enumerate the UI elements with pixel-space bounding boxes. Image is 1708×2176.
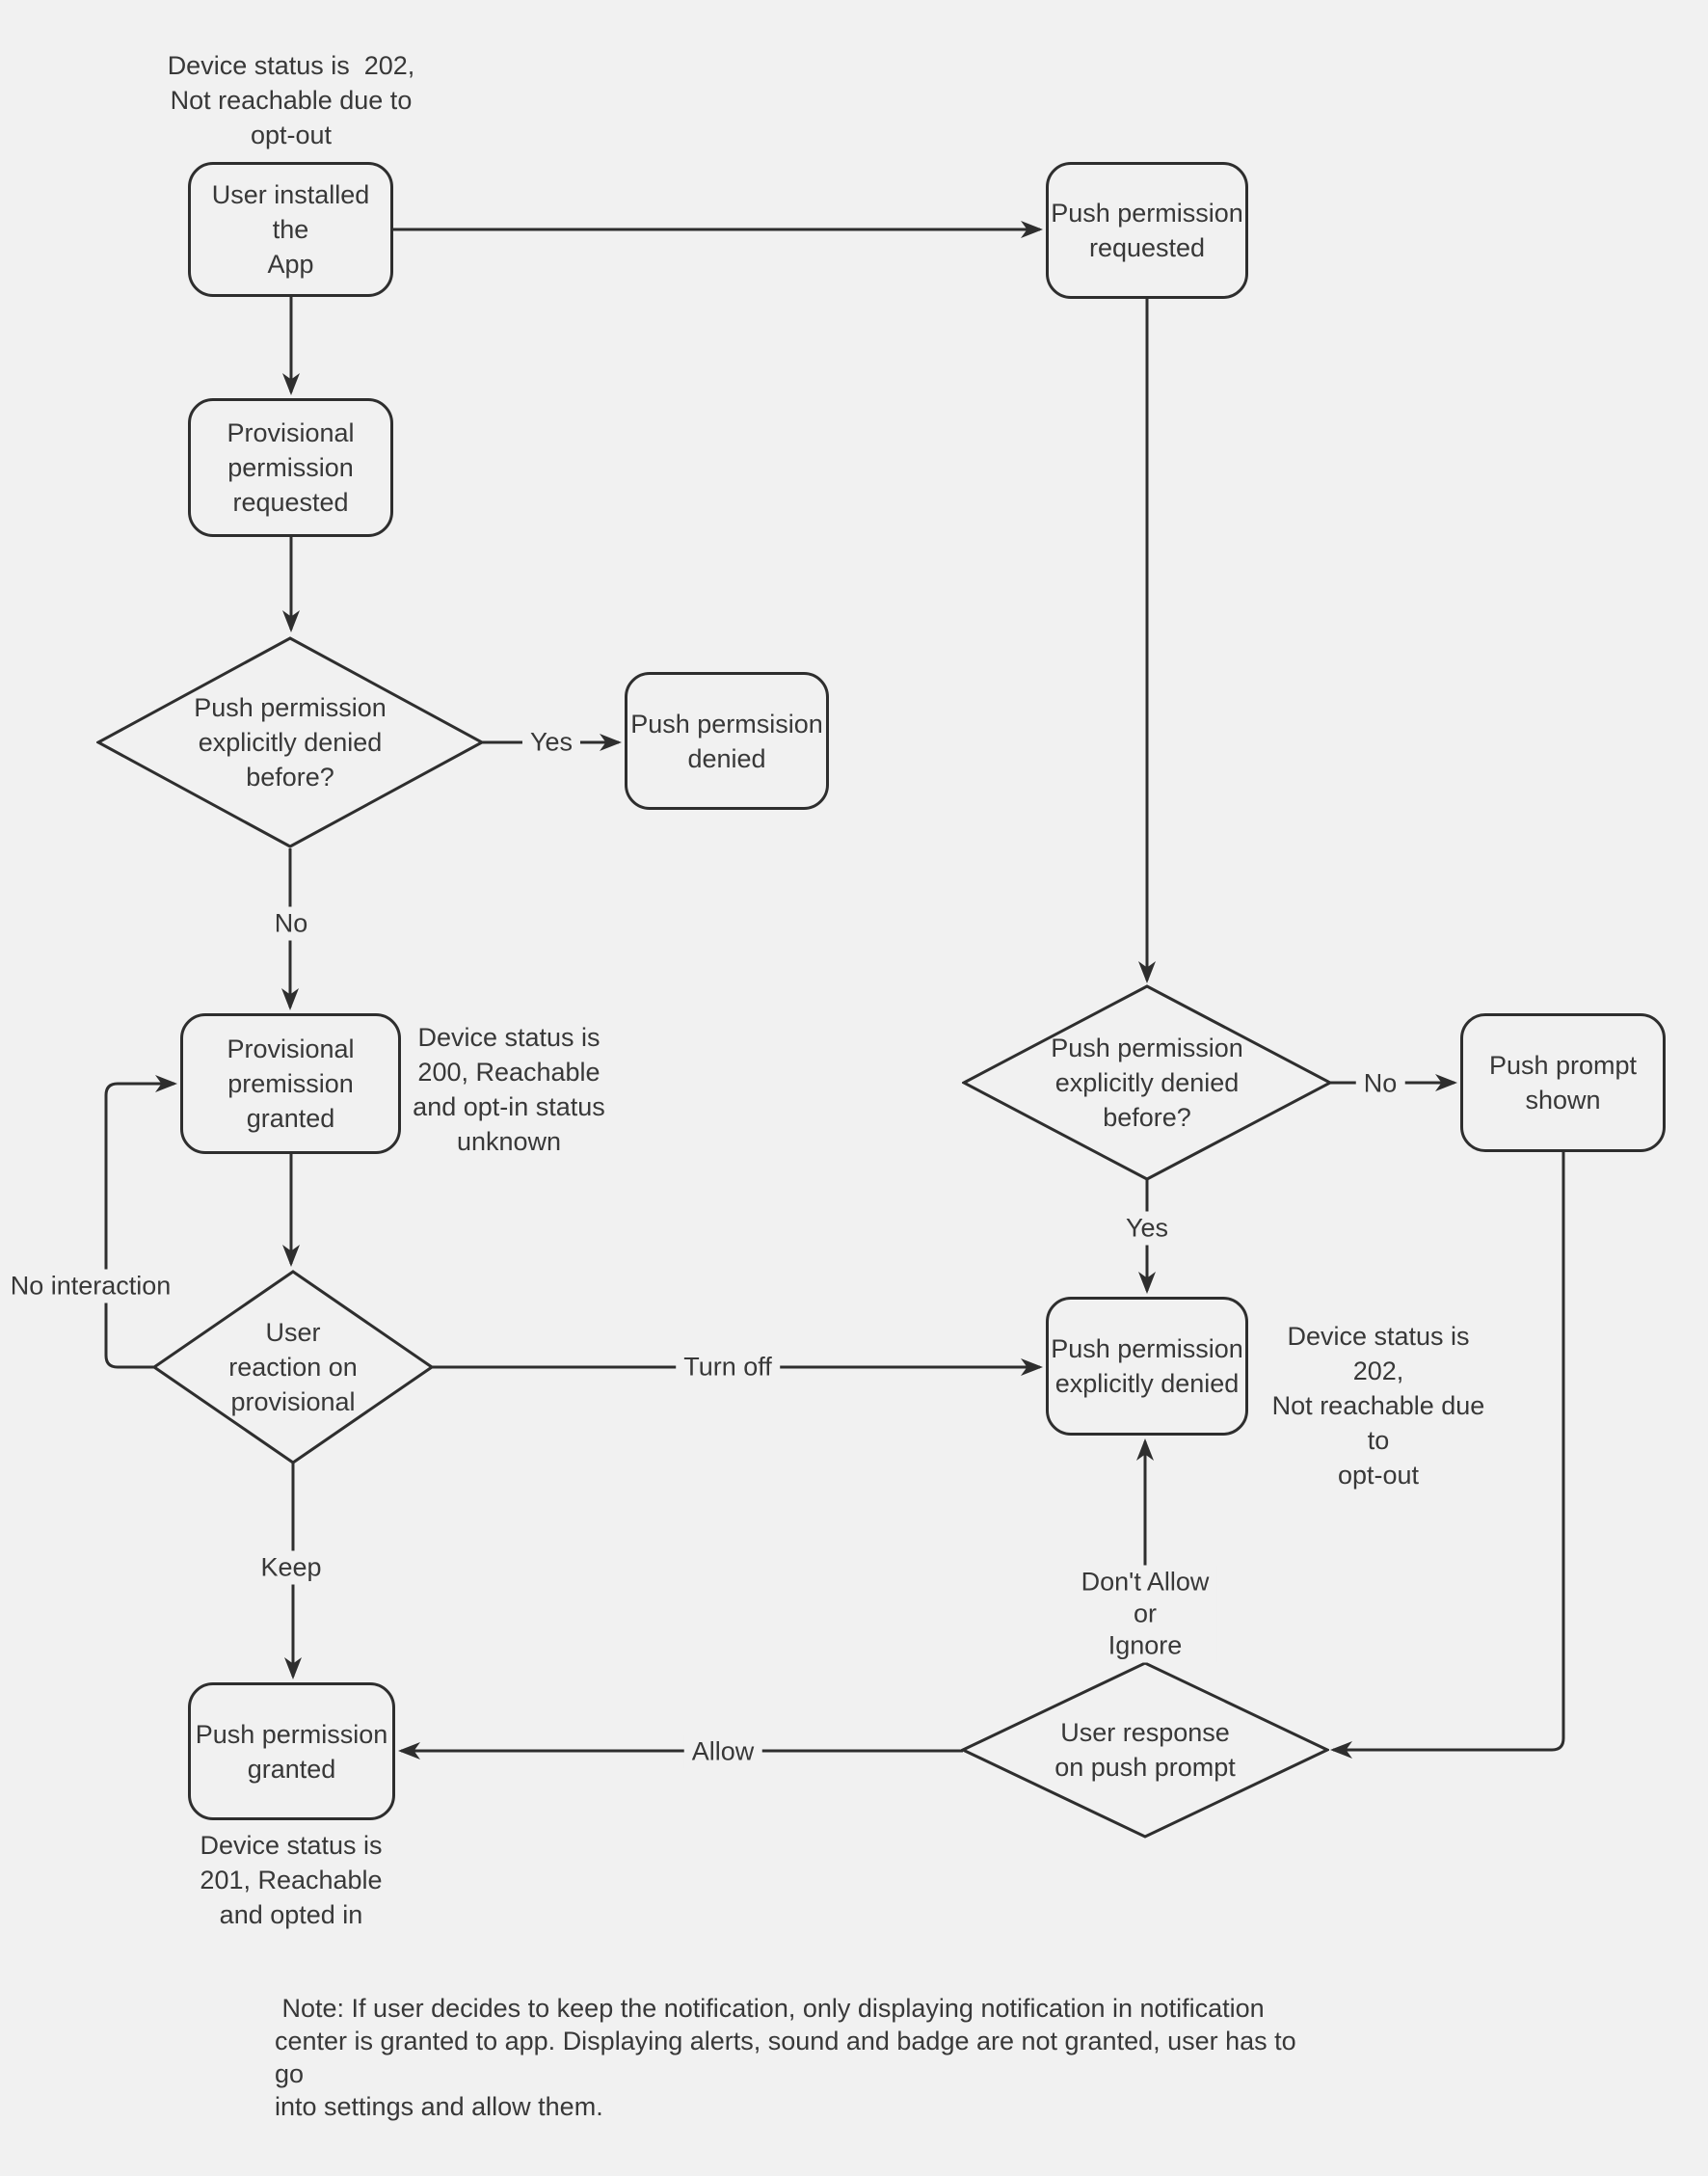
edge-label-no: No	[1355, 1066, 1405, 1101]
edge-label-no-interaction: No interaction	[2, 1269, 179, 1303]
decision-user-response-on-push-prompt: User response on push prompt	[961, 1661, 1329, 1839]
annotation-device-status-201: Device status is 201, Reachable and opte…	[200, 1831, 383, 1929]
edge-label-keep: Keep	[253, 1550, 330, 1585]
diamond-shape	[152, 1270, 434, 1464]
diamond-shape	[962, 984, 1332, 1181]
decision-push-permission-denied-before-left: Push permission explicitly denied before…	[96, 636, 484, 848]
node-provisional-permission-granted: Provisional premission granted	[180, 1013, 401, 1154]
decision-label: Push permission explicitly denied before…	[1051, 1034, 1243, 1132]
node-push-permission-granted: Push permission granted	[188, 1682, 395, 1820]
decision-user-reaction-on-provisional: User reaction on provisional	[152, 1270, 434, 1464]
edge-label-yes: Yes	[1117, 1211, 1177, 1246]
annotation-note: Note: If user decides to keep the notifi…	[275, 1994, 1296, 2121]
edge-label-dont-allow-or-ignore: Don't Allow or Ignore	[1073, 1565, 1217, 1663]
edge-label-allow: Allow	[683, 1734, 762, 1769]
diamond-shape	[96, 636, 484, 848]
edge-no-interaction-loop	[104, 1075, 177, 1369]
annotation-device-status-200: Device status is 200, Reachable and opt-…	[413, 1023, 605, 1156]
decision-push-permission-denied-before-right: Push permission explicitly denied before…	[962, 984, 1332, 1181]
node-push-permission-requested: Push permission requested	[1046, 162, 1248, 299]
edge-label-no: No	[266, 906, 316, 941]
edge-label-yes: Yes	[521, 725, 581, 760]
annotation-device-status-202-top: Device status is 202, Not reachable due …	[167, 51, 415, 149]
node-provisional-permission-requested: Provisional permission requested	[188, 398, 393, 537]
edge-label-turn-off: Turn off	[676, 1350, 780, 1384]
diamond-shape	[961, 1661, 1329, 1839]
decision-label: User response on push prompt	[1054, 1718, 1236, 1782]
node-push-permission-explicitly-denied: Push permission explicitly denied	[1046, 1297, 1248, 1436]
node-push-permission-denied: Push permsision denied	[625, 672, 829, 810]
decision-label: Push permission explicitly denied before…	[194, 693, 387, 792]
edge-prompt-shown-to-user-response	[1330, 1152, 1565, 1759]
node-push-prompt-shown: Push prompt shown	[1460, 1013, 1666, 1152]
node-user-installed-app: User installed the App	[188, 162, 393, 297]
annotation-device-status-202: Device status is 202, Not reachable due …	[1271, 1322, 1485, 1490]
decision-label: User reaction on provisional	[228, 1318, 358, 1416]
